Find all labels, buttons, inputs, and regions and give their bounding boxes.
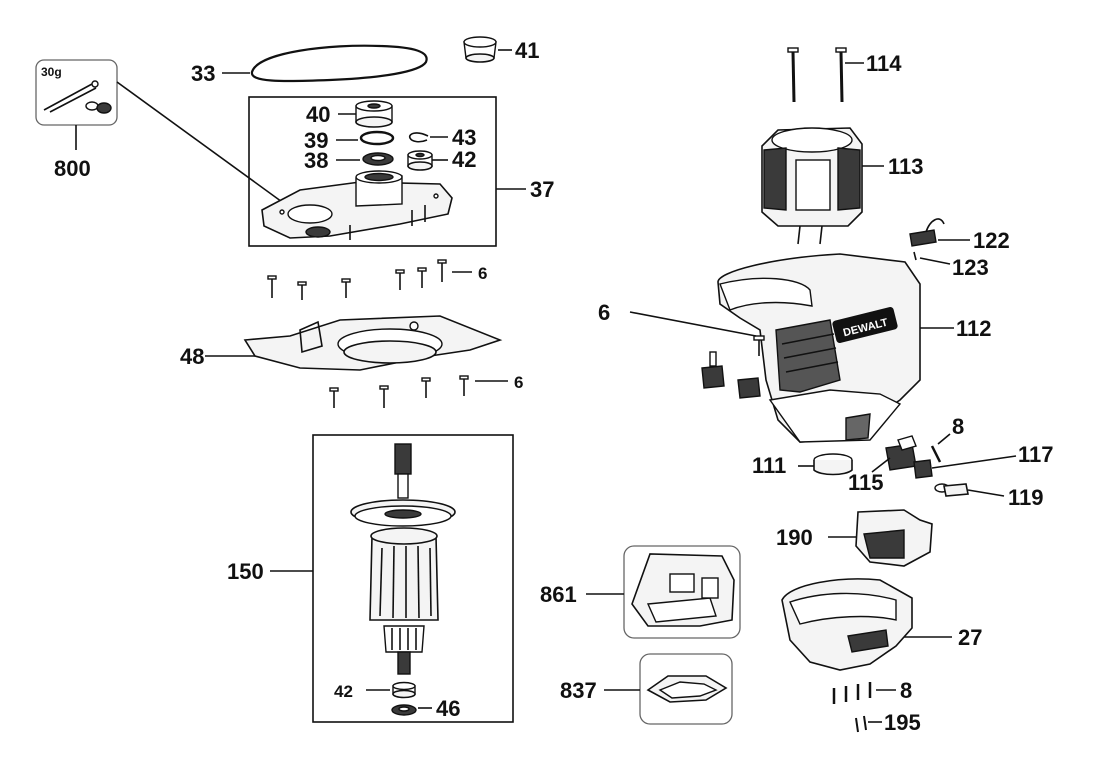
part-40-bearing: 40 bbox=[306, 100, 393, 128]
part-6-screws-top: 6 bbox=[267, 259, 487, 300]
part-46-bearing-seat: 46 bbox=[391, 696, 460, 721]
part-label-111: 111 bbox=[752, 453, 786, 478]
part-label-8-bottom: 8 bbox=[900, 678, 912, 703]
part-label-195: 195 bbox=[884, 710, 921, 735]
part-label-113: 113 bbox=[888, 154, 924, 179]
part-label-8-top: 8 bbox=[952, 414, 964, 439]
part-label-122: 122 bbox=[973, 228, 1010, 253]
part-label-42-bottom: 42 bbox=[334, 682, 353, 701]
dewalt-badge: DEWALT bbox=[832, 306, 898, 344]
carbon-brushes bbox=[701, 351, 761, 399]
part-42-bearing-bottom: 42 bbox=[334, 681, 416, 701]
part-8-screws-bottom: 8 bbox=[832, 678, 912, 704]
part-33-gasket: 33 bbox=[191, 44, 428, 86]
part-label-41: 41 bbox=[515, 38, 539, 63]
part-195-screws: 195 bbox=[855, 710, 921, 735]
part-label-37: 37 bbox=[530, 177, 554, 202]
part-label-48: 48 bbox=[180, 344, 204, 369]
part-112-motor-housing: DEWALT 112 bbox=[717, 253, 992, 443]
part-label-112: 112 bbox=[956, 316, 992, 341]
part-119-cord-guard: 119 bbox=[934, 483, 1044, 510]
part-label-123: 123 bbox=[952, 255, 989, 280]
part-861-kit-box: 861 bbox=[540, 545, 741, 639]
part-label-39: 39 bbox=[304, 128, 328, 153]
part-label-861: 861 bbox=[540, 582, 577, 607]
part-837-insert: 837 bbox=[560, 653, 733, 725]
part-113-field-stator: 113 bbox=[761, 127, 924, 245]
part-38-seal: 38 bbox=[304, 148, 394, 173]
part-41-bearing: 41 bbox=[463, 36, 539, 63]
part-label-6-top: 6 bbox=[478, 264, 487, 283]
part-label-6-bottom: 6 bbox=[514, 373, 523, 392]
part-label-40: 40 bbox=[306, 102, 330, 127]
part-label-43: 43 bbox=[452, 125, 476, 150]
part-48-baffle: 48 bbox=[180, 315, 503, 371]
part-6-screws-bottom: 6 bbox=[329, 373, 523, 408]
part-label-46: 46 bbox=[436, 696, 460, 721]
part-117-clamp: 117 bbox=[913, 442, 1054, 479]
part-label-150: 150 bbox=[227, 559, 264, 584]
part-37-gear-case-assembly: 37 40 39 38 43 bbox=[248, 96, 554, 247]
part-114-long-screws: 114 bbox=[787, 47, 902, 103]
part-label-190: 190 bbox=[776, 525, 813, 550]
part-label-117: 117 bbox=[1018, 442, 1054, 467]
part-800-grease-kit: 30g 800 bbox=[35, 59, 301, 216]
part-190-guard: 190 bbox=[776, 509, 933, 567]
part-label-6-mid: 6 bbox=[598, 300, 610, 325]
part-6-screw-right: 6 bbox=[598, 300, 765, 356]
part-label-33: 33 bbox=[191, 61, 215, 86]
part-123-screw: 123 bbox=[913, 251, 989, 280]
part-115-switch: 115 bbox=[848, 435, 917, 495]
part-42-bearing-top: 42 bbox=[407, 147, 476, 172]
part-label-119: 119 bbox=[1008, 485, 1044, 510]
grease-amount-label: 30g bbox=[41, 65, 62, 79]
part-label-42-top: 42 bbox=[452, 147, 476, 172]
part-label-800: 800 bbox=[54, 156, 91, 181]
part-150-armature-assembly: 150 42 bbox=[227, 434, 514, 723]
part-8-screw-top: 8 bbox=[930, 414, 964, 463]
part-label-115: 115 bbox=[848, 470, 884, 495]
part-label-38: 38 bbox=[304, 148, 328, 173]
part-27-end-cap: 27 bbox=[781, 578, 982, 671]
part-39-washer: 39 bbox=[304, 128, 395, 153]
part-111-ring: 111 bbox=[752, 453, 853, 478]
part-122-connector: 122 bbox=[909, 218, 1010, 253]
gear-housing-plate bbox=[261, 170, 453, 240]
part-label-27: 27 bbox=[958, 625, 982, 650]
part-label-114: 114 bbox=[866, 51, 902, 76]
part-43-retaining-ring: 43 bbox=[408, 125, 476, 150]
part-label-837: 837 bbox=[560, 678, 597, 703]
